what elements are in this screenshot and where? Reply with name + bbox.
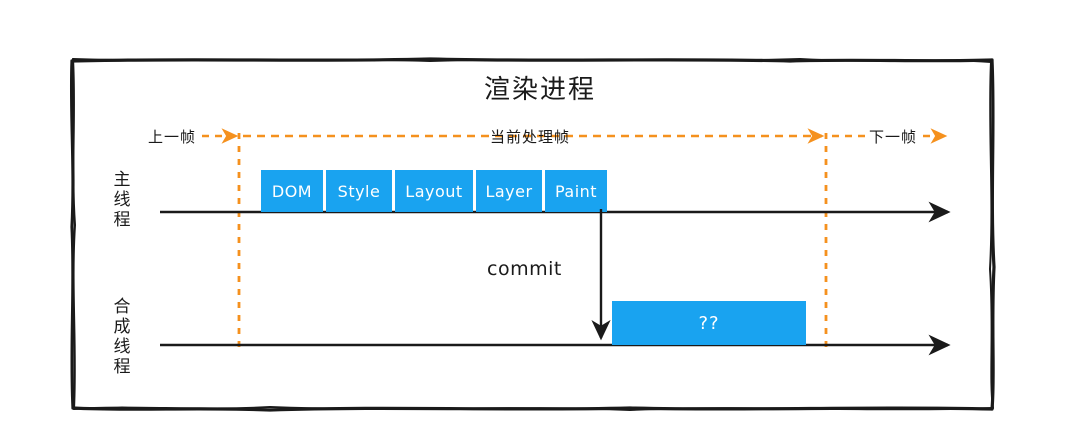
pipeline-stage-layout-label: Layout [405,181,463,201]
pipeline-stage-paint-label: Paint [554,181,598,201]
compositor-task-label: ?? [698,312,720,334]
timeline-main-thread [160,201,960,224]
commit-arrow [585,205,625,350]
pipeline-stage-style[interactable]: Style [326,170,392,212]
timeline-compositor-thread [160,334,960,357]
compositor-task-box[interactable]: ?? [612,301,806,345]
lane-label-main-thread: 主线程 [113,170,131,231]
pipeline-stage-style-label: Style [337,181,381,201]
frame-marker-previous: 上一帧 [145,126,200,147]
lane-label-compositor-thread: 合成线程 [113,297,131,378]
diagram-title: 渲染进程 [483,75,596,105]
rendering-pipeline-stages: DOM Style Layout Layer Paint [261,170,607,212]
diagram-frame [69,57,996,412]
pipeline-stage-layer-label: Layer [485,181,533,201]
pipeline-stage-dom-label: DOM [271,181,313,201]
frame-marker-next: 下一帧 [866,126,921,147]
pipeline-stage-layout[interactable]: Layout [395,170,473,212]
frame-marker-current: 当前处理帧 [490,128,571,146]
pipeline-stage-paint[interactable]: Paint [545,170,607,212]
pipeline-stage-dom[interactable]: DOM [261,170,323,212]
commit-label: commit [487,258,562,280]
pipeline-stage-layer[interactable]: Layer [476,170,542,212]
